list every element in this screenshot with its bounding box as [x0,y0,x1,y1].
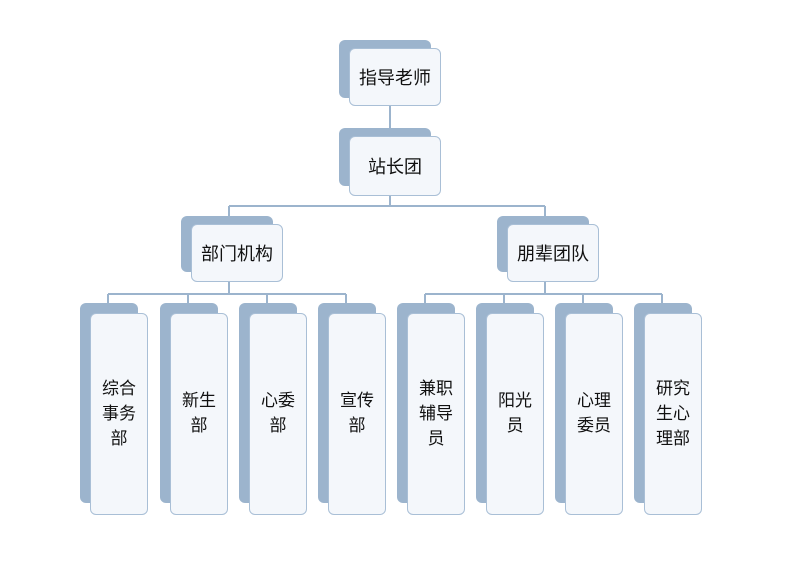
node-card: 兼职辅导员 [407,313,465,515]
node-leaf-label: 新生部 [182,391,216,436]
node-card: 部门机构 [191,224,283,282]
node-card: 站长团 [349,136,441,196]
node-card: 研究生心理部 [644,313,702,515]
node-card: 综合事务部 [90,313,148,515]
node-leaf-label: 心委部 [261,391,295,436]
node-leaf-label: 宣传部 [340,391,374,436]
node-card: 阳光员 [486,313,544,515]
node-leaf-label: 心理委员 [577,391,611,436]
node-card: 宣传部 [328,313,386,515]
node-card: 指导老师 [349,48,441,106]
node-leaf-label: 阳光员 [498,391,532,436]
node-leaf-label: 综合事务部 [102,378,136,449]
node-branch-right-label: 朋辈团队 [517,244,589,265]
node-card: 心委部 [249,313,307,515]
node-card: 心理委员 [565,313,623,515]
node-leaf-label: 兼职辅导员 [419,378,453,449]
node-level1-label: 站长团 [368,157,422,178]
node-card: 新生部 [170,313,228,515]
node-branch-left-label: 部门机构 [201,244,273,265]
node-leaf-label: 研究生心理部 [656,378,690,449]
node-root-label: 指导老师 [359,68,431,89]
node-card: 朋辈团队 [507,224,599,282]
